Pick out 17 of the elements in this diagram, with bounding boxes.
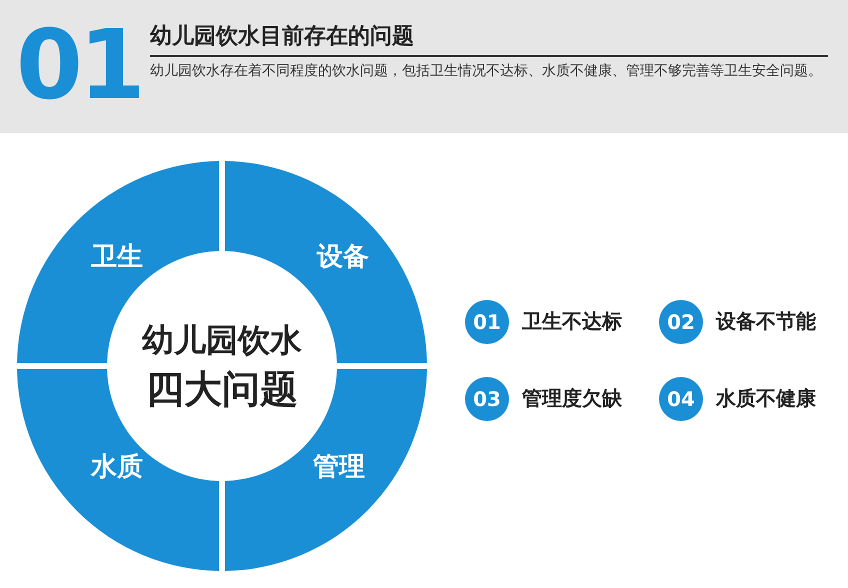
number-badge: 01 <box>465 300 509 344</box>
center-subheading: 四大问题 <box>146 366 298 413</box>
description-text: 幼儿园饮水存在着不同程度的饮水问题，包括卫生情况不达标、水质不健康、管理不够完善等卫生安全问题。 <box>150 62 823 81</box>
number-badge: 03 <box>465 377 509 421</box>
item-label: 设备不节能 <box>716 308 816 335</box>
center-heading: 幼儿园饮水 <box>142 320 302 361</box>
section-number: 01 <box>16 10 142 120</box>
title: 幼儿园饮水目前存在的问题 <box>150 23 414 51</box>
item-label: 管理度欠缺 <box>522 385 622 412</box>
number-badge: 04 <box>659 377 703 421</box>
item-label: 卫生不达标 <box>522 308 622 335</box>
item-label: 水质不健康 <box>716 385 816 412</box>
segment-label: 水质 <box>90 451 144 484</box>
segment-label: 管理 <box>312 451 366 484</box>
segment-label: 卫生 <box>90 241 144 274</box>
number-badge: 02 <box>659 300 703 344</box>
segment-label: 设备 <box>316 241 370 274</box>
